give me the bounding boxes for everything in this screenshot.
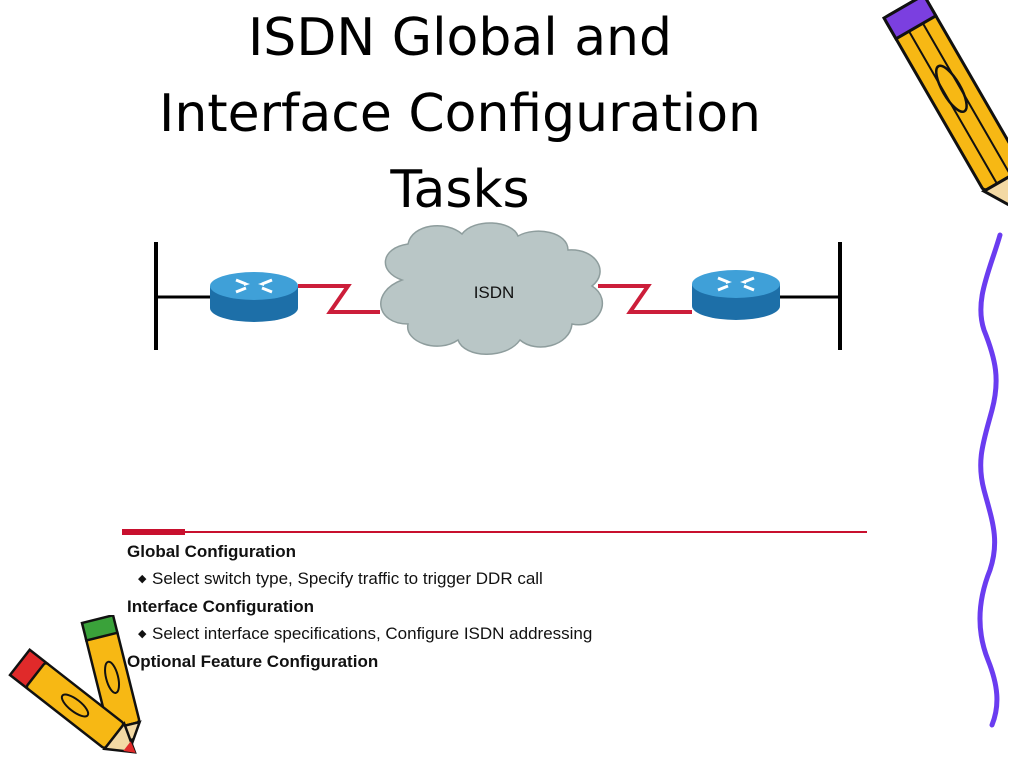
global-config-bullet: ◆Select switch type, Specify traffic to …	[138, 565, 867, 593]
slide-title: ISDN Global and Interface Configuration …	[60, 0, 860, 228]
right-router-icon	[692, 270, 780, 320]
diamond-bullet-icon: ◆	[138, 628, 147, 640]
title-line-2: Interface Configuration	[159, 84, 761, 144]
section-divider	[122, 528, 867, 538]
title-line-1: ISDN Global and	[247, 8, 673, 68]
pencil-icon	[881, 0, 1008, 216]
optional-feature-heading: Optional Feature Configuration	[127, 652, 379, 671]
pencil-icon	[8, 615, 142, 754]
left-serial-link	[298, 284, 380, 314]
interface-config-heading: Interface Configuration	[127, 597, 315, 616]
left-router-icon	[210, 272, 298, 322]
diamond-bullet-icon: ◆	[138, 573, 147, 585]
isdn-cloud-label: ISDN	[474, 283, 515, 302]
title-line-3: Tasks	[390, 160, 530, 220]
squiggle-line-icon	[977, 232, 1003, 728]
interface-config-bullet: ◆Select interface specifications, Config…	[138, 620, 867, 648]
global-config-heading: Global Configuration	[127, 542, 297, 561]
right-serial-link	[598, 284, 692, 314]
isdn-network-diagram: ISDN	[154, 222, 842, 355]
configuration-task-list: Global Configuration ◆Select switch type…	[122, 528, 867, 675]
isdn-cloud-icon	[380, 222, 604, 355]
